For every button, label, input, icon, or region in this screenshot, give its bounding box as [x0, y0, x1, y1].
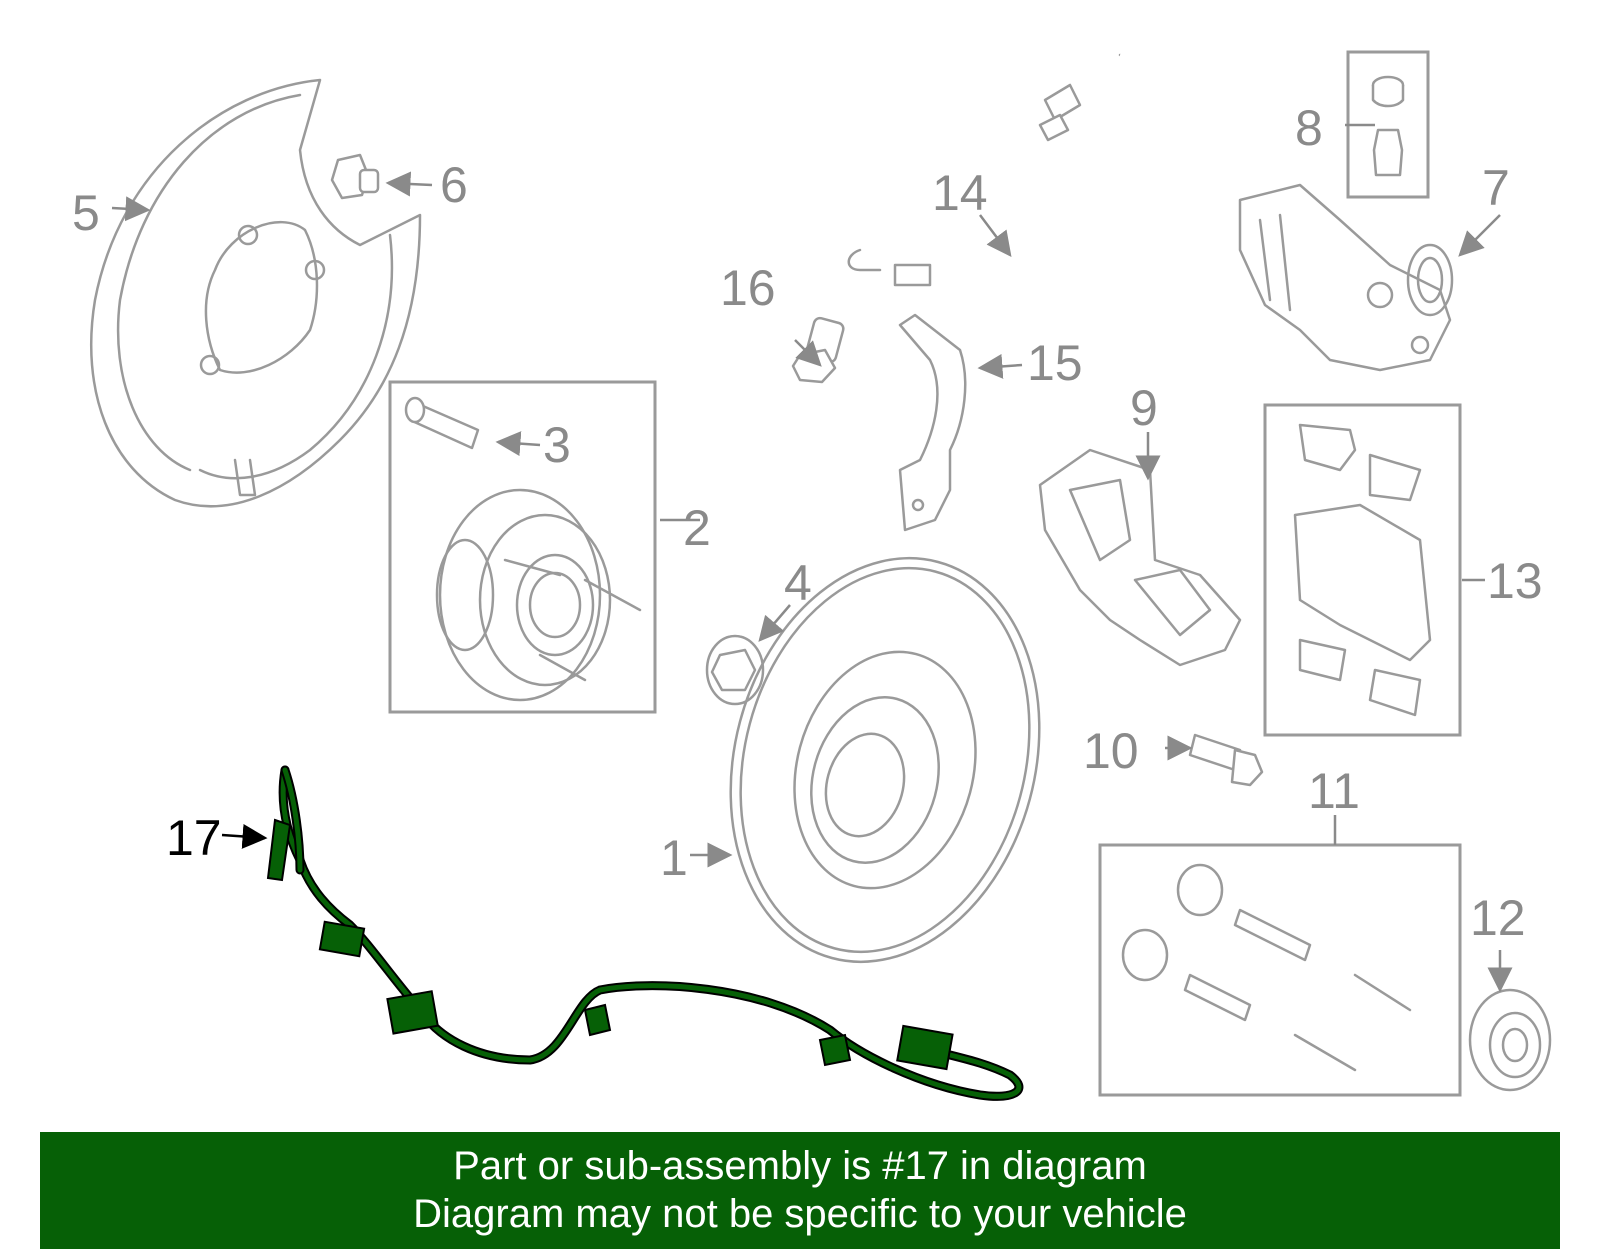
info-banner: Part or sub-assembly is #17 in diagram D…: [40, 1132, 1560, 1249]
guide-pins-and-boots: [1121, 863, 1412, 1072]
callout-13: 13: [1487, 553, 1543, 609]
brake-hose: [847, 51, 1158, 287]
shield-bolt: [330, 153, 380, 200]
callout-10: 10: [1083, 723, 1139, 779]
callout-1: 1: [660, 830, 688, 886]
wheel-stud: [404, 396, 480, 450]
callout-3: 3: [543, 417, 571, 473]
leader-arrows: [111, 123, 1513, 993]
banner-line-1: Part or sub-assembly is #17 in diagram: [453, 1144, 1147, 1188]
caliper-bolt: [1188, 733, 1264, 787]
bracket-bolt: [791, 316, 845, 384]
callout-16: 16: [720, 260, 776, 316]
callout-6: 6: [440, 157, 468, 213]
callout-7: 7: [1482, 160, 1510, 216]
pad-kit-box: [1263, 403, 1462, 737]
hose-bracket: [898, 313, 967, 532]
bleeder-cap-and-screw: [1371, 75, 1405, 177]
callout-17: 17: [166, 810, 222, 866]
callout-12: 12: [1470, 890, 1526, 946]
caliper-bracket: [1038, 448, 1242, 667]
guide-pin-kit-box: [1098, 843, 1462, 1097]
callout-11: 11: [1308, 763, 1360, 819]
hub-bearing: [435, 488, 642, 702]
callout-15: 15: [1027, 335, 1083, 391]
callout-4: 4: [784, 555, 812, 611]
abs-sensor-harness: [266, 765, 1024, 1101]
hub-nut: [705, 634, 765, 706]
callout-14: 14: [932, 165, 988, 221]
dust-shield: [89, 78, 422, 508]
brake-rotor: [729, 556, 1041, 964]
callout-5: 5: [72, 185, 100, 241]
hub-assembly-box: [388, 380, 657, 714]
callout-8: 8: [1295, 100, 1323, 156]
banner-line-2: Diagram may not be specific to your vehi…: [413, 1192, 1187, 1236]
callout-9: 9: [1130, 380, 1158, 436]
brake-pads: [1293, 423, 1432, 717]
abs-tone-ring: [1468, 988, 1552, 1092]
brake-caliper: [1238, 183, 1454, 372]
callout-2: 2: [683, 500, 711, 556]
